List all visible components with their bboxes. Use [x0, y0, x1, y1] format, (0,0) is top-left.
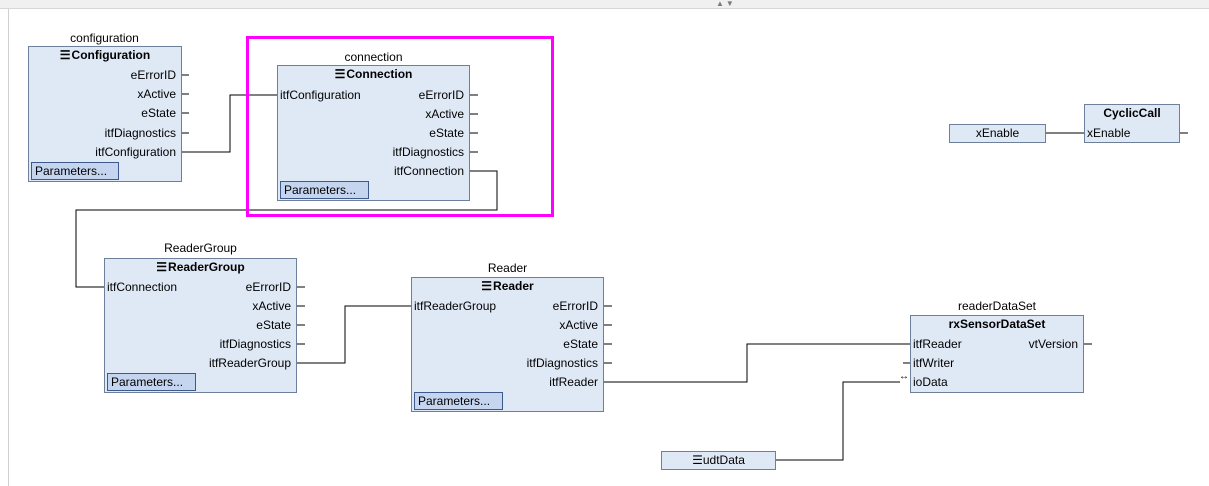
- pin-out[interactable]: xActive: [425, 107, 464, 121]
- parameters-button[interactable]: Parameters...: [414, 392, 503, 410]
- parameters-button[interactable]: Parameters...: [280, 181, 369, 199]
- instance-label-reader: Reader: [487, 261, 528, 275]
- pin-in[interactable]: itfConnection: [107, 280, 178, 294]
- fb-connection[interactable]: ☰Connection itfConfiguration eErrorID xA…: [277, 65, 470, 201]
- pin-out[interactable]: itfDiagnostics: [219, 337, 291, 351]
- fb-type-readergroup: ReaderGroup: [168, 260, 245, 274]
- fb-cycliccall[interactable]: CyclicCall xEnable: [1084, 104, 1180, 143]
- pin-out[interactable]: itfConnection: [393, 164, 464, 178]
- top-splitter-bar[interactable]: ▲▼: [0, 0, 1209, 9]
- parameters-button[interactable]: Parameters...: [107, 373, 196, 391]
- instance-label-readergroup: ReaderGroup: [164, 241, 237, 255]
- pin-out[interactable]: xActive: [252, 299, 291, 313]
- variable-xenable[interactable]: xEnable: [949, 124, 1046, 143]
- wire-connection-to-readergroup: [75, 170, 498, 288]
- pin-in[interactable]: ioData: [913, 375, 948, 389]
- pin-in[interactable]: itfWriter: [913, 356, 955, 370]
- fb-configuration[interactable]: ☰Configuration eErrorID xActive eState i…: [28, 46, 182, 182]
- fb-reader[interactable]: ☰Reader itfReaderGroup eErrorID xActive …: [411, 277, 604, 412]
- pin-out[interactable]: itfDiagnostics: [392, 145, 464, 159]
- menu-icon[interactable]: ☰: [59, 48, 71, 62]
- wire-reader-to-readerdataset: [604, 343, 911, 383]
- wire-udtdata-to-iodata: [776, 381, 900, 461]
- fb-type-readerdataset: rxSensorDataSet: [948, 317, 1046, 331]
- pin-out[interactable]: xActive: [137, 87, 176, 101]
- menu-icon[interactable]: ☰: [156, 260, 168, 274]
- fb-readergroup[interactable]: ☰ReaderGroup itfConnection eErrorID xAct…: [104, 258, 297, 393]
- fb-type-reader: Reader: [493, 279, 534, 293]
- pin-out[interactable]: itfConfiguration: [95, 145, 176, 159]
- wire-configuration-to-connection: [181, 94, 277, 153]
- pin-out[interactable]: eState: [563, 337, 598, 351]
- instance-label-readerdataset: readerDataSet: [957, 299, 1037, 313]
- selection-highlight: [246, 36, 554, 217]
- pin-out[interactable]: itfReader: [549, 375, 598, 389]
- pin-out[interactable]: eErrorID: [245, 280, 291, 294]
- pin-in[interactable]: itfReaderGroup: [414, 299, 497, 313]
- fb-type-connection: Connection: [346, 67, 413, 81]
- pin-out[interactable]: xActive: [559, 318, 598, 332]
- pin-out[interactable]: vtVersion: [1028, 337, 1078, 351]
- pin-out[interactable]: itfDiagnostics: [104, 126, 176, 140]
- pin-out[interactable]: eErrorID: [552, 299, 598, 313]
- pin-out[interactable]: eState: [256, 318, 291, 332]
- pin-in[interactable]: itfConfiguration: [280, 88, 361, 102]
- menu-icon[interactable]: ☰: [334, 67, 346, 81]
- pin-in[interactable]: itfReader: [913, 337, 962, 351]
- pin-out[interactable]: eState: [429, 126, 464, 140]
- pin-out[interactable]: eErrorID: [418, 88, 464, 102]
- parameters-button[interactable]: Parameters...: [31, 162, 119, 180]
- fb-readerdataset[interactable]: rxSensorDataSet itfReader itfWriter ioDa…: [910, 315, 1084, 393]
- fb-type-configuration: Configuration: [71, 48, 151, 62]
- wire-readergroup-to-reader: [297, 305, 412, 364]
- collapse-arrows-icon[interactable]: ▲▼: [716, 0, 736, 8]
- fb-type-cycliccall: CyclicCall: [1103, 106, 1161, 120]
- instance-label-configuration: configuration: [70, 31, 139, 45]
- variable-udtdata-label: udtData: [702, 453, 745, 467]
- pin-out[interactable]: itfReaderGroup: [208, 356, 291, 370]
- menu-icon[interactable]: ☰: [481, 279, 493, 293]
- variable-udtdata[interactable]: ☰udtData: [661, 451, 776, 470]
- pin-out[interactable]: eState: [141, 106, 176, 120]
- menu-icon[interactable]: ☰: [692, 453, 703, 467]
- instance-label-connection: connection: [344, 50, 403, 64]
- pin-out[interactable]: itfDiagnostics: [526, 356, 598, 370]
- inout-arrow-icon: ↔: [899, 371, 909, 382]
- pin-in[interactable]: xEnable: [1087, 126, 1131, 140]
- left-margin-bar: [0, 9, 9, 486]
- pin-out[interactable]: eErrorID: [130, 68, 176, 82]
